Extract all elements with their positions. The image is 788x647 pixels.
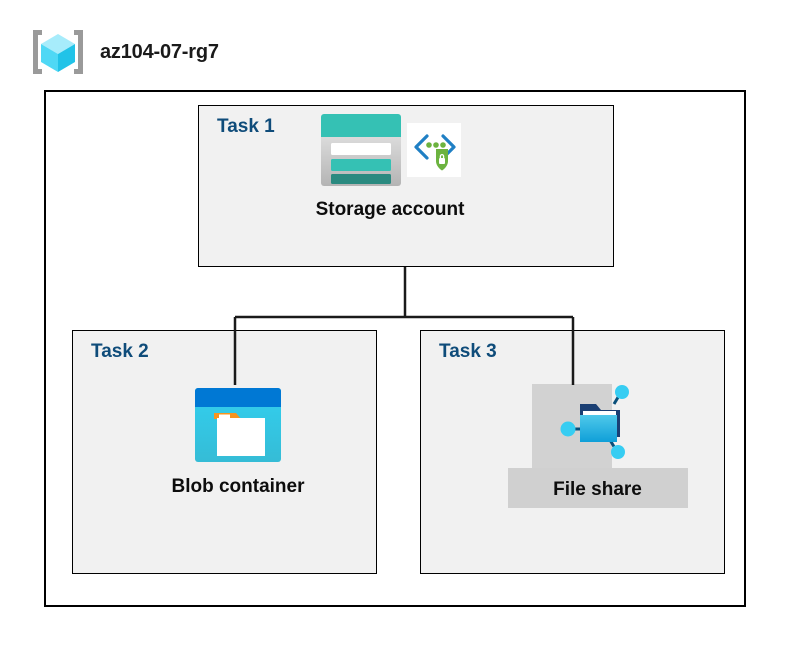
blob-container-node[interactable]: Blob container	[148, 385, 328, 498]
task-2-box: Task 2	[72, 330, 377, 574]
storage-account-icon-group	[319, 112, 461, 193]
task-2-label: Task 2	[91, 341, 149, 362]
resource-group-header: az104-07-rg7	[30, 26, 219, 78]
storage-account-node[interactable]: Storage account	[290, 112, 490, 221]
resource-group-cube-icon	[30, 26, 86, 78]
storage-account-caption: Storage account	[315, 199, 465, 220]
file-share-icon	[558, 382, 638, 471]
task-1-box: Task 1	[198, 105, 614, 267]
blob-container-caption: Blob container	[171, 476, 305, 497]
resource-group-title: az104-07-rg7	[100, 40, 219, 63]
task-3-label: Task 3	[439, 341, 497, 362]
blob-container-icon	[192, 385, 284, 470]
file-share-caption: File share	[553, 479, 642, 500]
task-1-label: Task 1	[217, 116, 275, 137]
file-share-caption-highlight	[508, 468, 688, 508]
storage-account-icon	[319, 112, 403, 193]
file-share-node[interactable]: File share	[505, 382, 690, 501]
secure-endpoint-shield-icon	[407, 123, 461, 182]
